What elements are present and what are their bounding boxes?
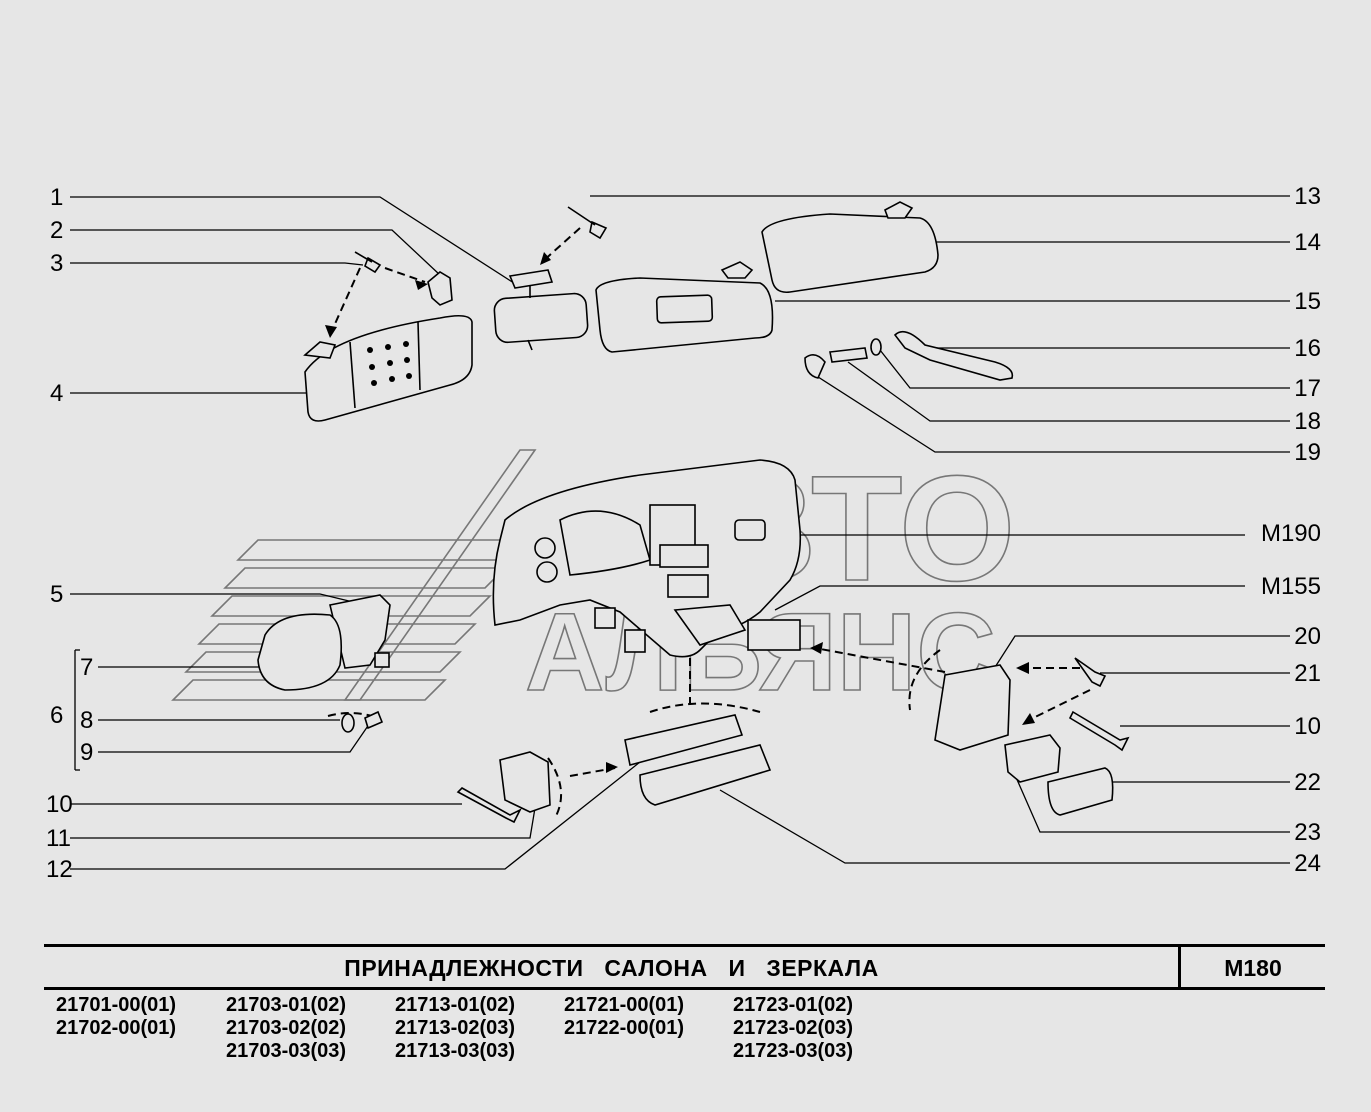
callout-17: 17 — [1294, 375, 1321, 402]
model-code: 21721-00(01) — [564, 994, 685, 1016]
callout-15: 15 — [1294, 288, 1321, 315]
outside-mirror-glass — [257, 613, 343, 691]
washer-8 — [341, 713, 355, 733]
callout-18: 18 — [1294, 408, 1321, 435]
model-code: 21713-02(03) — [395, 1017, 516, 1039]
callout-14: 14 — [1294, 229, 1321, 256]
grab-handle — [893, 330, 1014, 381]
callout-5: 5 — [50, 581, 64, 608]
callout-21: 21 — [1294, 660, 1321, 687]
title-block: ПРИНАДЛЕЖНОСТИ САЛОНА И ЗЕРКАЛА М180 — [44, 944, 1325, 990]
callout-19: 19 — [1294, 439, 1321, 466]
callout-24: 24 — [1294, 850, 1321, 877]
title-divider — [1178, 947, 1181, 987]
model-code: 21723-02(03) — [733, 1017, 854, 1039]
screw-3 — [354, 251, 382, 274]
callout-m190: M190 — [1260, 520, 1321, 547]
model-code: 21723-03(03) — [733, 1040, 854, 1062]
screw-18 — [829, 347, 868, 363]
model-code: 21703-03(03) — [226, 1040, 347, 1062]
visor-clip — [427, 271, 453, 306]
assembly-arrows — [327, 227, 1091, 819]
model-column-4: 21721-00(01) 21722-00(01) — [564, 994, 684, 1040]
model-code: 21723-01(02) — [733, 994, 854, 1016]
parts — [257, 201, 1130, 824]
tray-12 — [624, 714, 744, 766]
callout-8: 8 — [80, 707, 94, 734]
model-column-2: 21703-01(02) 21703-02(02) 21703-03(03) — [226, 994, 346, 1063]
page-code: М180 — [1224, 955, 1282, 981]
callout-11: 11 — [46, 825, 71, 852]
model-code: 21702-00(01) — [56, 1017, 177, 1039]
callout-m155: M155 — [1260, 573, 1321, 600]
model-column-1: 21701-00(01) 21702-00(01) — [56, 994, 176, 1040]
callout-13: 13 — [1294, 183, 1321, 210]
callout-23: 23 — [1294, 819, 1321, 846]
callout-7: 7 — [80, 654, 94, 681]
page-title: ПРИНАДЛЕЖНОСТИ САЛОНА И ЗЕРКАЛА — [344, 955, 879, 981]
screw-9 — [364, 710, 384, 730]
callout-16: 16 — [1294, 335, 1321, 362]
callout-12: 12 — [46, 856, 73, 883]
model-code: 21722-00(01) — [564, 1017, 685, 1039]
callout-1: 1 — [50, 184, 64, 211]
model-column-5: 21723-01(02) 21723-02(03) 21723-03(03) — [733, 994, 853, 1063]
callout-3: 3 — [50, 250, 64, 277]
model-code: 21713-01(02) — [395, 994, 516, 1016]
callout-6: 6 — [50, 702, 64, 729]
callout-20: 20 — [1294, 623, 1321, 650]
interior-mirror — [493, 292, 589, 344]
screw-13 — [567, 206, 608, 240]
cap-19 — [804, 354, 826, 379]
model-code: 21703-02(02) — [226, 1017, 347, 1039]
model-code: 21713-03(03) — [395, 1040, 516, 1062]
callout-10-right: 10 — [1294, 713, 1321, 740]
cover-22 — [1047, 767, 1114, 816]
parts-diagram: АВТО АЛЬЯНС — [70, 195, 1290, 870]
visor-mirror-dots — [367, 341, 412, 386]
pin-10 — [456, 787, 522, 824]
sun-visor-14 — [761, 213, 939, 294]
callout-22: 22 — [1294, 769, 1321, 796]
callout-9: 9 — [80, 739, 94, 766]
screw-21 — [1074, 657, 1107, 688]
model-column-3: 21713-01(02) 21713-02(03) 21713-03(03) — [395, 994, 515, 1063]
washer-17 — [870, 338, 882, 356]
callout-4: 4 — [50, 380, 64, 407]
bracket-20 — [934, 664, 1011, 751]
outside-mirror-housing — [329, 594, 391, 669]
tray-cover-24 — [639, 744, 772, 806]
callout-2: 2 — [50, 217, 64, 244]
model-code: 21703-01(02) — [226, 994, 347, 1016]
cup-23 — [1004, 734, 1061, 783]
pin-10b — [1068, 710, 1130, 752]
model-code: 21701-00(01) — [56, 994, 177, 1016]
cup-holder-11 — [499, 751, 551, 813]
sun-visor-left — [304, 314, 473, 422]
callout-10: 10 — [46, 791, 73, 818]
